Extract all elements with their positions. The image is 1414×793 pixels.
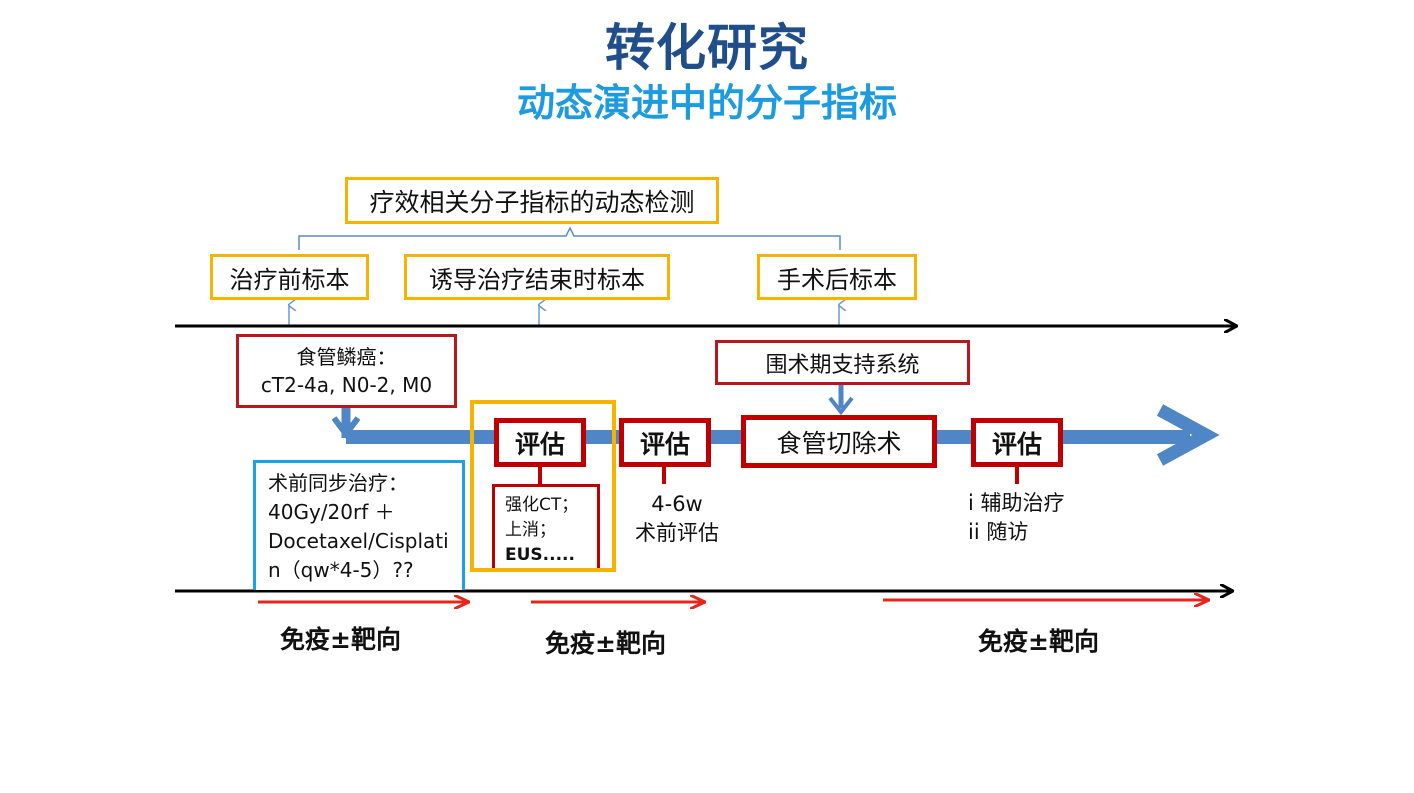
evaluation-box-2: 评估 [619, 418, 711, 467]
preop-evaluation-weeks: 4-6w [651, 492, 703, 516]
flow-arrow-head [1156, 404, 1220, 466]
page-subtitle: 动态演进中的分子指标 [516, 81, 897, 125]
neoadjuvant-line-2: 40Gy/20rf ＋ [268, 500, 395, 524]
neoadjuvant-line-1: 术前同步治疗： [268, 471, 408, 495]
dynamic-detection-box: 疗效相关分子指标的动态检测 [345, 177, 719, 224]
followup-text: i 辅助治疗 ii 随访 [968, 489, 1108, 547]
followup-line-1: i 辅助治疗 [968, 491, 1065, 515]
pretreatment-sample-box: 治疗前标本 [210, 254, 369, 300]
diagnosis-box: 食管鳞癌： cT2-4a, N0-2, M0 [236, 334, 457, 408]
immuno-label-1: 免疫±靶向 [280, 625, 401, 654]
bracket-line [298, 226, 841, 250]
esophagectomy-box: 食管切除术 [741, 415, 937, 468]
perioperative-support-box: 围术期支持系统 [715, 340, 970, 385]
post-induction-sample-box: 诱导治疗结束时标本 [404, 254, 670, 300]
immuno-label-2: 免疫±靶向 [545, 629, 666, 658]
exams-line-1: 强化CT； [505, 495, 579, 515]
neoadjuvant-therapy-box: 术前同步治疗： 40Gy/20rf ＋ Docetaxel/Cisplati n… [253, 460, 465, 590]
support-arrow-head [828, 396, 854, 416]
diagnosis-line-1: 食管鳞癌： [296, 345, 397, 369]
preop-evaluation-label: 术前评估 [635, 521, 719, 545]
followup-line-2: ii 随访 [968, 520, 1029, 544]
evaluation-box-1: 评估 [494, 418, 586, 467]
evaluation-box-3: 评估 [971, 418, 1063, 467]
perioperative-support-label: 围术期支持系统 [765, 352, 920, 378]
diagnosis-line-2: cT2-4a, N0-2, M0 [260, 373, 433, 397]
page-title: 转化研究 [605, 19, 809, 77]
preop-evaluation-text: 4-6w 术前评估 [622, 490, 732, 548]
neoadjuvant-line-4: n（qw*4-5）?? [268, 558, 414, 582]
exams-box: 强化CT； 上消； EUS..... [492, 484, 600, 568]
neoadjuvant-line-3: Docetaxel/Cisplati [268, 529, 449, 553]
immuno-label-3: 免疫±靶向 [978, 627, 1099, 656]
exams-line-2: 上消； [505, 520, 556, 540]
exams-line-3: EUS..... [505, 545, 575, 565]
first-evaluation-group [470, 400, 616, 572]
postoperative-sample-box: 手术后标本 [757, 254, 917, 300]
